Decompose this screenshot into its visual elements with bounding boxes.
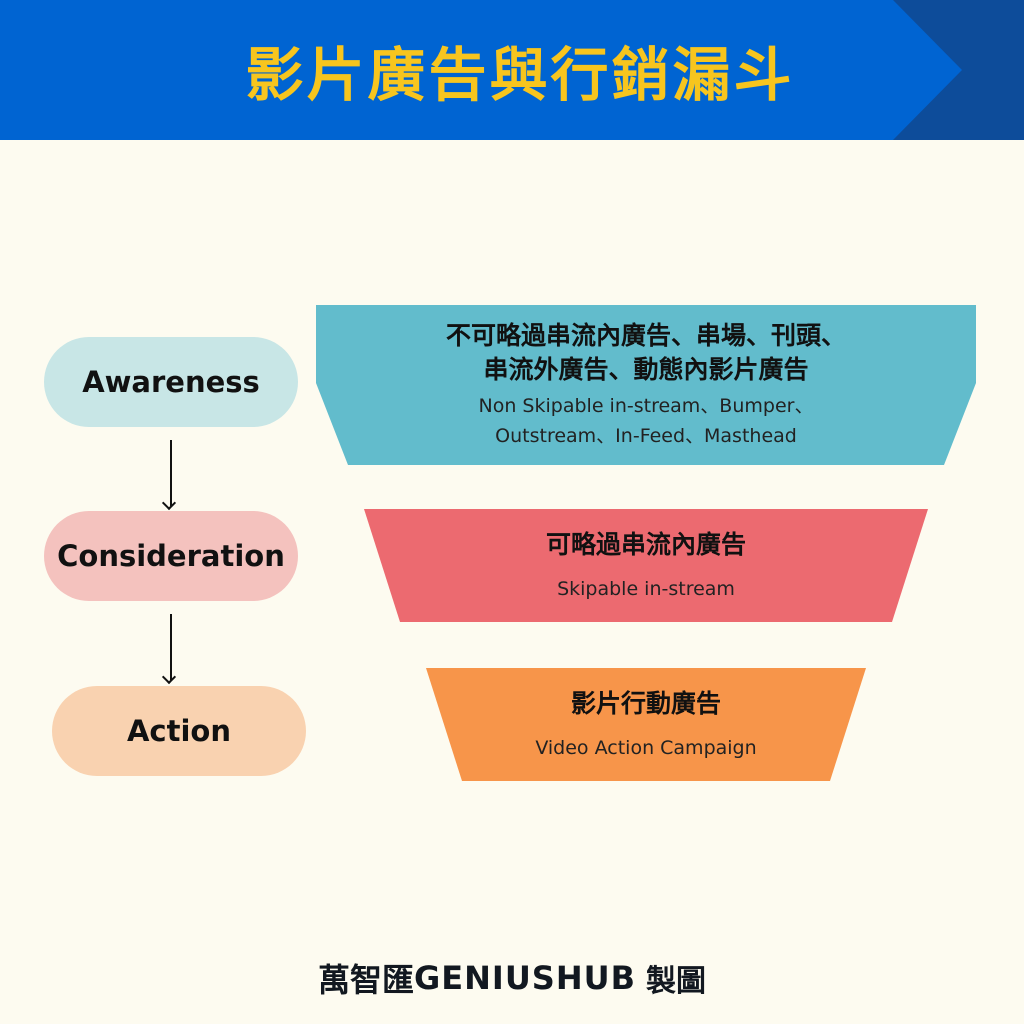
funnel-trapezoid-shape (426, 668, 866, 781)
funnel-zh-line: 串流外廣告、動態內影片廣告 (483, 355, 809, 384)
stage-label: Awareness (82, 365, 260, 399)
funnel-zh-line: 可略過串流內廣告 (545, 529, 746, 559)
funnel-en-line: Non Skipable in-stream、Bumper、 (478, 395, 814, 417)
arrow-down-icon (170, 614, 172, 680)
header-banner: 影片廣告與行銷漏斗 (0, 0, 1024, 140)
funnel-en-line: Video Action Campaign (535, 736, 757, 759)
funnel-en-line: Outstream、In-Feed、Masthead (495, 425, 797, 447)
footer-suffix: 製圖 (646, 964, 706, 999)
footer-credit: 萬智匯 GENIUSHUB 製圖 (0, 948, 1024, 1008)
stage-awareness: Awareness (44, 337, 298, 427)
header-chevron-shape (0, 0, 962, 140)
funnel-zh-line: 影片行動廣告 (570, 688, 721, 718)
funnel-level-consideration: 可略過串流內廣告 Skipable in-stream (364, 509, 928, 622)
footer-zh-name: 萬智匯 (317, 961, 414, 999)
stage-consideration: Consideration (44, 511, 298, 601)
stage-label: Action (126, 714, 231, 748)
funnel-level-awareness: 不可略過串流內廣告、串場、刊頭、 串流外廣告、動態內影片廣告 Non Skipa… (316, 305, 976, 465)
funnel-trapezoid-shape (364, 509, 928, 622)
funnel-en-line: Skipable in-stream (557, 577, 735, 600)
arrow-down-icon (170, 440, 172, 506)
page-title: 影片廣告與行銷漏斗 (245, 41, 795, 109)
stage-label: Consideration (57, 539, 285, 573)
footer-brand-logo: GENIUSHUB (414, 959, 636, 997)
stage-action: Action (52, 686, 306, 776)
funnel-level-action: 影片行動廣告 Video Action Campaign (426, 668, 866, 781)
funnel-zh-line: 不可略過串流內廣告、串場、刊頭、 (445, 321, 846, 350)
funnel-trapezoid-shape (316, 305, 976, 465)
